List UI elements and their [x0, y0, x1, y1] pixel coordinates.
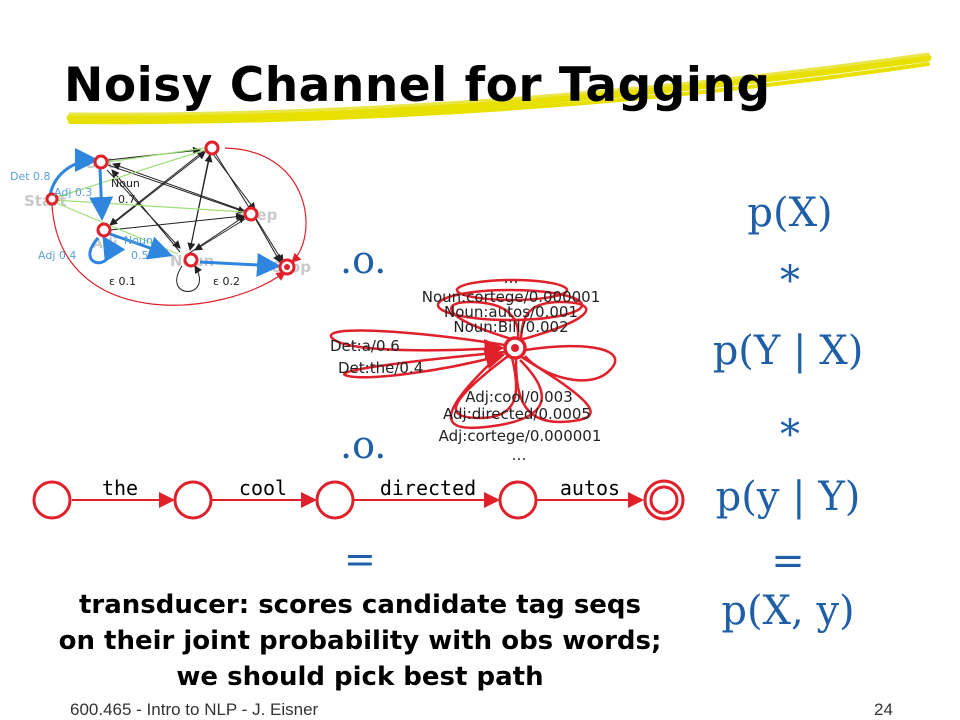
formula-p-y-given-y: p(y | Y) — [715, 474, 861, 520]
arc-label-eps-02: ε 0.2 — [213, 275, 240, 288]
compose-op-1: .o. — [340, 238, 387, 282]
formula-p-y-given-x: p(Y | X) — [712, 328, 864, 374]
caption: transducer: scores candidate tag seqs on… — [22, 587, 698, 695]
arc-label-adj-04: Adj 0.4 — [38, 249, 76, 262]
adj-arc-cortege: Adj:cortege/0.000001 — [439, 427, 602, 445]
footer-course: 600.465 - Intro to NLP - J. Eisner — [70, 700, 319, 719]
formula-p-x: p(X) — [747, 190, 833, 236]
state-top — [204, 140, 220, 156]
arc-label-noun-05-prob: 0.5 — [131, 249, 149, 262]
caption-line-2: on their joint probability with obs word… — [58, 626, 662, 656]
footer-page-number: 24 — [874, 700, 893, 719]
word-label-cool: cool — [239, 476, 287, 500]
state-start — [45, 192, 59, 206]
word-label-the: the — [102, 476, 138, 500]
slide-title: Noisy Channel for Tagging — [64, 58, 771, 113]
emission-fst — [329, 278, 617, 429]
word-fsa: the cool directed autos — [32, 476, 685, 521]
arc-label-det-08: Det 0.8 — [10, 170, 51, 183]
state-det — [93, 154, 109, 170]
arc-label-eps-01: ε 0.1 — [109, 275, 136, 288]
word-state-2 — [315, 480, 355, 520]
noun-arc-autos: Noun:autos/0.001 — [444, 303, 578, 321]
noun-arc-ellipsis: … — [504, 269, 519, 287]
formula-equals: = — [771, 538, 805, 584]
word-state-0 — [32, 480, 72, 520]
state-adj — [96, 222, 112, 238]
formula-times-2: * — [780, 412, 800, 458]
state-prep — [243, 206, 259, 222]
adj-arc-directed: Adj:directed/0.0005 — [443, 405, 591, 423]
word-state-1 — [173, 480, 213, 520]
arc-label-noun-07-word: Noun — [111, 177, 140, 190]
compose-op-2: .o. — [340, 423, 387, 467]
det-arc-the: Det:the/0.4 — [338, 359, 423, 377]
arc-label-noun-05-word: Noun — [124, 234, 153, 247]
formula-times-1: * — [780, 258, 800, 304]
adj-arc-ellipsis: … — [512, 446, 527, 464]
word-label-directed: directed — [380, 476, 476, 500]
formula-p-x-y: p(X, y) — [721, 588, 855, 634]
caption-line-3: we should pick best path — [176, 662, 544, 692]
state-noun — [183, 252, 199, 268]
arc-label-noun-07-prob: 0.7 — [118, 193, 136, 206]
noun-arc-cortege: Noun:cortege/0.000001 — [422, 288, 601, 306]
tag-fsa: Start Det Adj Noun Prep Stop — [10, 140, 311, 306]
caption-line-1: transducer: scores candidate tag seqs — [78, 590, 642, 620]
word-label-autos: autos — [560, 476, 620, 500]
word-state-3 — [498, 480, 538, 520]
noun-arc-bill: Noun:Bill/0.002 — [453, 318, 568, 336]
adj-arc-cool: Adj:cool/0.003 — [465, 388, 573, 406]
arc-label-adj-03: Adj 0.3 — [54, 186, 92, 199]
det-arc-a: Det:a/0.6 — [330, 337, 400, 355]
equals-op-left: = — [344, 537, 376, 581]
